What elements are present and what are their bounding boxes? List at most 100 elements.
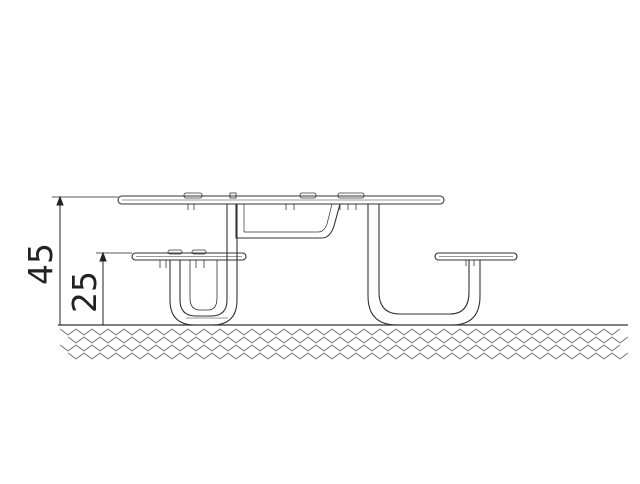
hatch-stroke <box>187 352 197 360</box>
hatch-stroke <box>307 328 317 336</box>
ground-hatching <box>59 328 629 360</box>
hatch-stroke <box>347 328 357 336</box>
hatch-stroke <box>187 336 197 344</box>
hatch-stroke <box>427 344 437 352</box>
hatch-stroke <box>251 336 261 344</box>
hatch-stroke <box>603 352 613 360</box>
hatch-stroke <box>235 336 245 344</box>
hatch-stroke <box>587 352 597 360</box>
hatch-stroke <box>163 336 173 344</box>
hatch-stroke <box>443 352 453 360</box>
hatch-stroke <box>115 344 125 352</box>
hatch-stroke <box>595 336 605 344</box>
hatch-stroke <box>259 336 269 344</box>
hatch-stroke <box>227 352 237 360</box>
hatch-stroke <box>155 336 165 344</box>
hatch-stroke <box>363 328 373 336</box>
hatch-stroke <box>555 344 565 352</box>
hatch-stroke <box>291 328 301 336</box>
hatch-stroke <box>251 352 261 360</box>
hatch-stroke <box>539 352 549 360</box>
hatch-stroke <box>307 352 317 360</box>
hatch-stroke <box>419 352 429 360</box>
hatch-stroke <box>547 328 557 336</box>
hatch-stroke <box>395 328 405 336</box>
hatch-stroke <box>131 352 141 360</box>
hatch-stroke <box>235 352 245 360</box>
hatch-stroke <box>459 328 469 336</box>
hatch-stroke <box>267 336 277 344</box>
right-frame <box>367 204 481 326</box>
hatch-stroke <box>275 344 285 352</box>
hatch-stroke <box>211 328 221 336</box>
hatch-stroke <box>179 328 189 336</box>
hatch-stroke <box>163 352 173 360</box>
hatch-stroke <box>499 336 509 344</box>
hatch-stroke <box>603 328 613 336</box>
hatch-stroke <box>307 336 317 344</box>
hatch-stroke <box>419 336 429 344</box>
hatch-stroke <box>59 328 69 336</box>
hatch-stroke <box>195 336 205 344</box>
hatch-stroke <box>75 352 85 360</box>
hatch-stroke <box>131 344 141 352</box>
hatch-stroke <box>435 344 445 352</box>
hatch-stroke <box>267 328 277 336</box>
hatch-stroke <box>243 344 253 352</box>
hatch-stroke <box>491 352 501 360</box>
hatch-stroke <box>123 336 133 344</box>
hatch-stroke <box>587 328 597 336</box>
hatch-stroke <box>531 336 541 344</box>
hatch-stroke <box>195 344 205 352</box>
hatch-stroke <box>323 336 333 344</box>
hatch-stroke <box>227 336 237 344</box>
hatch-stroke <box>99 352 109 360</box>
hatch-stroke <box>499 344 509 352</box>
hatch-stroke <box>427 352 437 360</box>
left-seat-support-mid <box>189 260 218 311</box>
hatch-stroke <box>451 328 461 336</box>
hatch-stroke <box>403 328 413 336</box>
hatch-stroke <box>467 344 477 352</box>
hatch-stroke <box>467 328 477 336</box>
table-top-bolts <box>183 192 365 210</box>
hatch-stroke <box>171 352 181 360</box>
hatch-stroke <box>451 352 461 360</box>
hatch-stroke <box>83 344 93 352</box>
hatch-stroke <box>203 344 213 352</box>
right-frame-outer <box>367 204 481 326</box>
hatch-stroke <box>299 336 309 344</box>
hatch-stroke <box>371 352 381 360</box>
hatch-stroke <box>139 352 149 360</box>
hatch-stroke <box>379 336 389 344</box>
hatch-stroke <box>491 344 501 352</box>
hatch-stroke <box>283 336 293 344</box>
hatch-stroke <box>331 328 341 336</box>
hatch-stroke <box>67 344 77 352</box>
hatch-stroke <box>171 328 181 336</box>
hatch-stroke <box>571 352 581 360</box>
dimension-seat-height <box>96 251 132 325</box>
hatch-stroke <box>211 344 221 352</box>
hatch-stroke <box>267 352 277 360</box>
hatch-stroke <box>59 344 69 352</box>
hatch-stroke <box>179 336 189 344</box>
hatch-stroke <box>147 344 157 352</box>
hatch-stroke <box>315 336 325 344</box>
hatch-stroke <box>323 344 333 352</box>
hatch-stroke <box>299 328 309 336</box>
hatch-stroke <box>211 336 221 344</box>
hatch-stroke <box>595 328 605 336</box>
hatch-stroke <box>523 336 533 344</box>
hatch-stroke <box>443 336 453 344</box>
hatch-stroke <box>571 328 581 336</box>
hatch-stroke <box>107 352 117 360</box>
hatch-stroke <box>531 344 541 352</box>
hatch-stroke <box>155 344 165 352</box>
hatch-stroke <box>363 352 373 360</box>
hatch-stroke <box>483 352 493 360</box>
hatch-stroke <box>83 352 93 360</box>
hatch-stroke <box>467 352 477 360</box>
hatch-stroke <box>219 336 229 344</box>
